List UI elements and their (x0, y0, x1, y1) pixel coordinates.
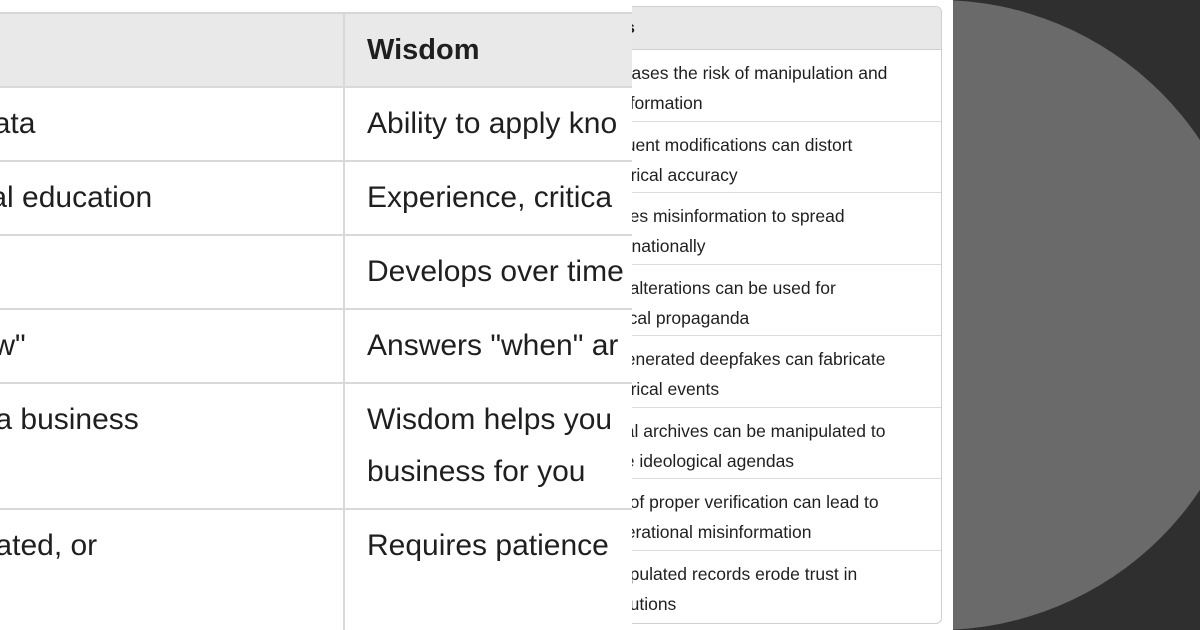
table-row: quickly Develops over time (0, 236, 640, 310)
table-cell-line: Wisdom helps you (367, 403, 613, 436)
table-cell: quickly (0, 236, 345, 308)
table-row: net, formal education Experience, critic… (0, 162, 640, 236)
list-item-line: nipulated records erode trust in (632, 563, 858, 584)
table-cell: cts and data (0, 88, 345, 160)
list-item: ital archives can be manipulated to ve i… (632, 408, 941, 479)
card-header: ks (632, 7, 941, 50)
list-item-line: ve ideological agendas (632, 450, 795, 471)
table-cell: lete, outdated, or (0, 510, 345, 630)
table-cell: Experience, critica (367, 181, 613, 214)
decorative-circle (953, 0, 1200, 630)
list-item-line: y alterations can be used for (632, 277, 836, 298)
table-header-cell: Wisdom (367, 34, 480, 66)
table-cell: Answers "when" ar (367, 329, 619, 362)
list-item: y alterations can be used for itical pro… (632, 265, 941, 336)
knowledge-wisdom-table: Wisdom cts and data Ability to apply kno… (0, 12, 640, 630)
list-item: k of proper verification can lead to ner… (632, 479, 941, 551)
table-row: " and "how" Answers "when" ar (0, 310, 640, 384)
table-cell: net, formal education (0, 162, 345, 234)
list-item-line: generated deepfakes can fabricate (632, 349, 886, 369)
list-item: bles misinformation to spread ernational… (632, 193, 941, 265)
list-item-line: information (632, 93, 703, 113)
table-header-cell (0, 14, 345, 86)
table-cell: Develops over time (367, 255, 624, 288)
list-item: reases the risk of manipulation and info… (632, 50, 941, 122)
list-item-line: itical propaganda (632, 307, 750, 328)
list-item-line: reases the risk of manipulation and (632, 63, 888, 83)
table-row: cts and data Ability to apply kno (0, 88, 640, 162)
table-header-row: Wisdom (0, 14, 640, 88)
list-item-line: k of proper verification can lead to (632, 492, 879, 512)
list-item-line: torical accuracy (632, 164, 738, 185)
list-item-line: titutions (632, 593, 677, 614)
table-cell: Requires patience (367, 529, 609, 562)
list-item-line: bles misinformation to spread (632, 206, 845, 226)
risks-card: ks reases the risk of manipulation and i… (632, 6, 942, 624)
table-cell-line: business for you (367, 455, 586, 488)
list-item-line: quent modifications can distort (632, 134, 853, 155)
dark-background-panel (953, 0, 1200, 630)
table-cell: Ability to apply kno (367, 107, 618, 140)
table-cell: " and "how" (0, 310, 345, 382)
list-item-line: nerational misinformation (632, 522, 812, 542)
list-item-line: ernationally (632, 236, 706, 256)
table-cell: Wisdom helps you business for you (345, 384, 640, 508)
table-row: lete, outdated, or Requires patience (0, 510, 640, 630)
table-cell: v to start a business (0, 384, 345, 508)
list-item-line: ital archives can be manipulated to (632, 420, 886, 441)
list-item: nipulated records erode trust in titutio… (632, 551, 941, 623)
list-item-line: torical events (632, 379, 720, 399)
table-row: v to start a business Wisdom helps you b… (0, 384, 640, 510)
list-item: generated deepfakes can fabricate torica… (632, 336, 941, 408)
list-item: quent modifications can distort torical … (632, 122, 941, 193)
